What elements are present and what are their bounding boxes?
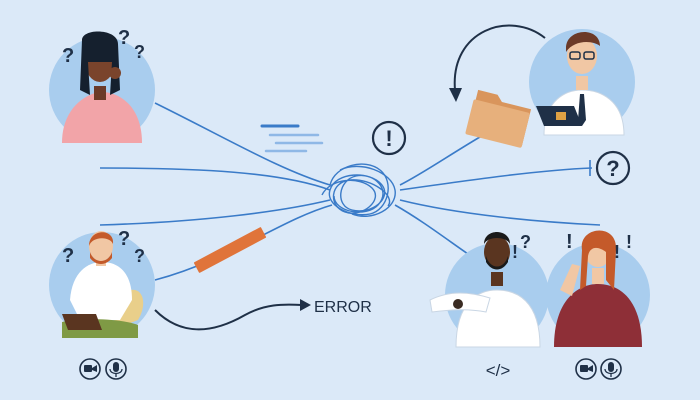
- question-mark-icon: ?: [134, 246, 145, 266]
- question-mark-icon: ?: [118, 27, 130, 49]
- question-mark-icon: ?: [134, 42, 145, 62]
- avatar-woman-maroon: ! ! !: [546, 230, 650, 347]
- exclamation-icon: !: [626, 232, 632, 252]
- question-mark-icon: ?: [520, 232, 531, 252]
- video-camera-icon: [84, 365, 97, 372]
- exclamation-icon: !: [385, 126, 392, 151]
- error-arrow: ERROR: [154, 299, 372, 331]
- microphone-icon: [109, 362, 123, 377]
- progress-bar: [193, 227, 267, 273]
- question-mark-icon: ?: [62, 245, 74, 267]
- code-icon: </>: [486, 361, 511, 380]
- folder-icon: [465, 89, 532, 148]
- question-badge: ?: [595, 150, 631, 186]
- question-mark-icon: !: [512, 242, 518, 262]
- exclamation-icon: !: [614, 242, 620, 262]
- microphone-icon: [604, 362, 618, 377]
- video-camera-icon: [580, 365, 593, 372]
- error-label: ERROR: [314, 299, 372, 316]
- question-mark-icon: ?: [62, 45, 74, 67]
- tangle-icon: [321, 163, 396, 217]
- media-controls-right: [575, 358, 622, 380]
- avatar-man-watch: ! ?: [429, 232, 549, 348]
- exclamation-icon: !: [566, 231, 573, 253]
- arrow-icon: [154, 303, 303, 331]
- question-mark-icon: ?: [118, 228, 130, 250]
- text-lines: [260, 124, 324, 153]
- avatar-man-laptop: [529, 29, 635, 136]
- question-mark-icon: ?: [606, 156, 619, 181]
- media-controls-left: [79, 358, 127, 380]
- loop-arrow: [449, 24, 546, 102]
- exclamation-badge: !: [371, 120, 407, 156]
- avatar-man-chair: ? ? ?: [49, 228, 155, 338]
- connection-lines: [99, 102, 601, 281]
- avatar-woman-pink: ? ? ?: [49, 27, 155, 143]
